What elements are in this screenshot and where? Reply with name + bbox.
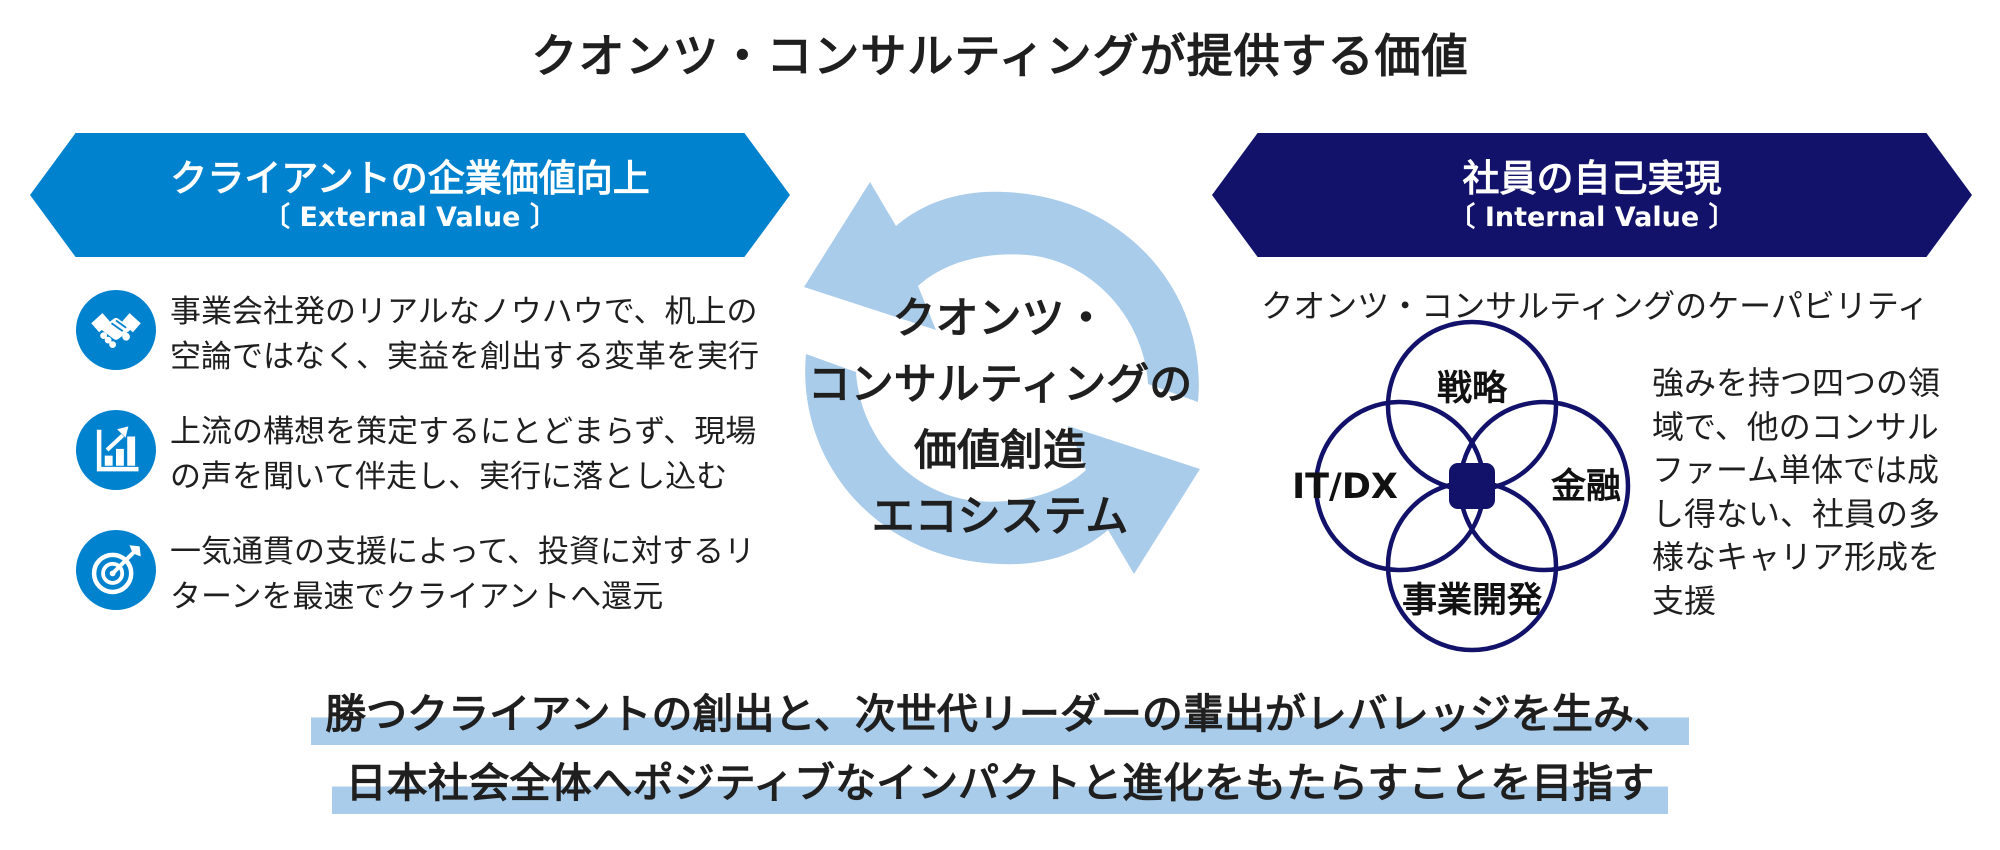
external-value-points: 事業会社発のリアルなノウハウで、机上の空論ではなく、実益を創出する変革を実行 上…: [76, 290, 776, 620]
ecosystem-line: 価値創造: [914, 426, 1086, 476]
value-point-1: 事業会社発のリアルなノウハウで、机上の空論ではなく、実益を創出する変革を実行: [76, 290, 776, 380]
venn-label-itdx: IT/DX: [1292, 467, 1398, 507]
external-value-title: クライアントの企業価値向上: [170, 156, 650, 200]
growth-chart-icon: [76, 410, 156, 490]
ecosystem-line: コンサルティングの: [807, 360, 1193, 410]
ecosystem-label: クオンツ・ コンサルティングの 価値創造 エコシステム: [760, 286, 1240, 550]
venn-label-finance: 金融: [1550, 466, 1621, 507]
page-title: クオンツ・コンサルティングが提供する価値: [531, 29, 1469, 83]
ecosystem-line: エコシステム: [871, 492, 1129, 542]
goal-line-2: 日本社会全体へポジティブなインパクトと進化をもたらすことを目指す: [0, 752, 2000, 814]
capability-venn-diagram: 戦略 IT/DX 金融 事業開発: [1292, 319, 1631, 653]
ecosystem-line: クオンツ・: [892, 294, 1108, 344]
capability-description: 強みを持つ四つの領域で、他のコンサルファーム単体では成し得ない、社員の多様なキャ…: [1652, 364, 1941, 620]
target-icon: [76, 530, 156, 610]
venn-center-square: [1449, 463, 1495, 509]
venn-label-bizdev: 事業開発: [1402, 581, 1543, 621]
value-point-text: 一気通貫の支援によって、投資に対するリターンを最速でクライアントへ還元: [170, 534, 755, 615]
internal-value-subtitle: 〔 Internal Value 〕: [1448, 201, 1736, 233]
goal-line-2-text: 日本社会全体へポジティブなインパクトと進化をもたらすことを目指す: [331, 759, 1669, 814]
value-point-3: 一気通貫の支援によって、投資に対するリターンを最速でクライアントへ還元: [76, 530, 776, 620]
goal-statement: 勝つクライアントの創出と、次世代リーダーの輩出がレバレッジを生み、 日本社会全体…: [0, 683, 2000, 821]
value-point-text: 上流の構想を策定するにとどまらず、現場の声を聞いて伴走し、実行に落とし込む: [170, 414, 757, 495]
goal-line-1-text: 勝つクライアントの創出と、次世代リーダーの輩出がレバレッジを生み、: [311, 690, 1689, 745]
external-value-banner: クライアントの企業価値向上 〔 External Value 〕: [30, 133, 790, 257]
handshake-icon: [76, 290, 156, 370]
value-point-2: 上流の構想を策定するにとどまらず、現場の声を聞いて伴走し、実行に落とし込む: [76, 410, 776, 500]
goal-line-1: 勝つクライアントの創出と、次世代リーダーの輩出がレバレッジを生み、: [0, 683, 2000, 745]
internal-value-title: 社員の自己実現: [1462, 156, 1722, 200]
external-value-subtitle: 〔 External Value 〕: [263, 201, 557, 233]
internal-value-banner: 社員の自己実現 〔 Internal Value 〕: [1212, 133, 1972, 257]
capability-subtitle: クオンツ・コンサルティングのケーパビリティ: [1261, 287, 1929, 325]
value-point-text: 事業会社発のリアルなノウハウで、机上の空論ではなく、実益を創出する変革を実行: [170, 294, 759, 375]
venn-label-strategy: 戦略: [1437, 369, 1508, 409]
